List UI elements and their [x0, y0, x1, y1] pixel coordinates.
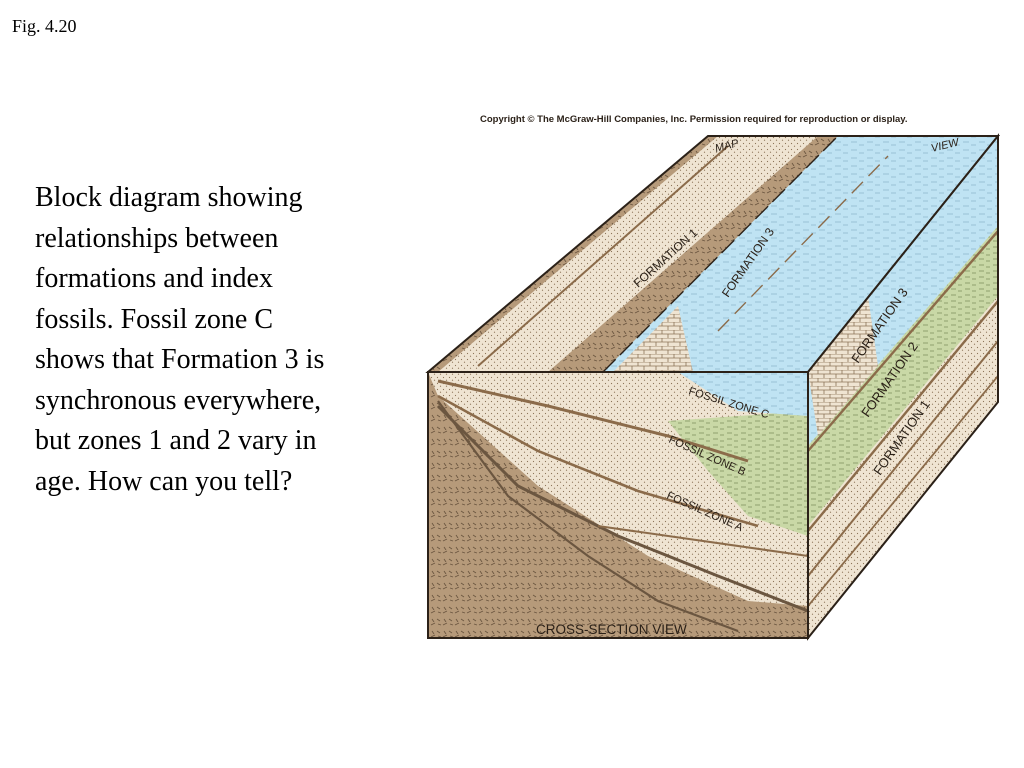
caption-line: Block diagram showing	[35, 182, 303, 213]
caption-line: age. How can you tell?	[35, 465, 293, 497]
block-diagram: Copyright © The McGraw-Hill Companies, I…	[418, 106, 1002, 641]
caption-text: Block diagram showing relationships betw…	[35, 178, 410, 502]
front-cross-section-face	[428, 372, 808, 638]
caption-line: but zones 1 and 2 vary in	[35, 425, 317, 456]
map-label: MAP	[714, 137, 741, 155]
caption-line: synchronous everywhere,	[35, 384, 322, 416]
copyright-text: Copyright © The McGraw-Hill Companies, I…	[480, 114, 908, 125]
cross-section-label: CROSS-SECTION VIEW	[536, 622, 687, 637]
figure-label: Fig. 4.20	[12, 16, 77, 36]
caption-line: relationships between	[35, 222, 279, 254]
caption-line: shows that Formation 3 is	[35, 344, 325, 375]
caption-line: fossils. Fossil zone C	[35, 303, 274, 335]
caption-line: formations and index	[35, 263, 273, 294]
copyright-strip	[418, 106, 1002, 130]
